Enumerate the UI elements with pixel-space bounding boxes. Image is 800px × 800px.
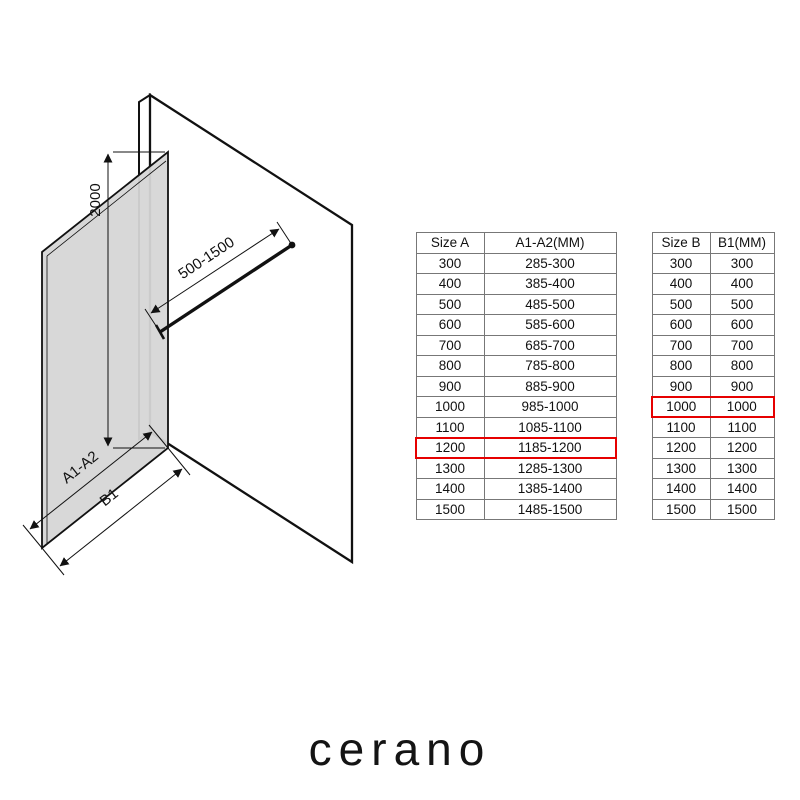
table-cell: 1300 [709, 457, 775, 479]
table-cell: 900 [651, 375, 711, 397]
table-cell: 1000 [415, 396, 485, 418]
table-cell: 1500 [651, 498, 711, 520]
table-cell: 600 [709, 314, 775, 336]
table-cell: 700 [651, 334, 711, 356]
table-cell: 1285-1300 [483, 457, 617, 479]
column-header: Size B [651, 232, 711, 254]
table-cell: 400 [651, 273, 711, 295]
wall-panel [138, 92, 354, 565]
table-cell: 985-1000 [483, 396, 617, 418]
table-cell: 900 [709, 375, 775, 397]
brand-logo: cerano [308, 723, 492, 775]
table-cell: 1400 [415, 478, 485, 500]
table-cell: 300 [651, 252, 711, 274]
table-cell: 585-600 [483, 314, 617, 336]
table-cell: 1085-1100 [483, 416, 617, 438]
table-cell: 500 [709, 293, 775, 315]
table-cell: 400 [415, 273, 485, 295]
table-cell: 885-900 [483, 375, 617, 397]
table-cell: 1400 [651, 478, 711, 500]
table-cell: 300 [415, 252, 485, 274]
glass-panel [41, 150, 169, 550]
height-dimension-label: 2000 [87, 183, 104, 216]
table-cell: 800 [709, 355, 775, 377]
column-header: B1(MM) [709, 232, 775, 254]
table-cell: 1100 [709, 416, 775, 438]
table-cell: 1300 [651, 457, 711, 479]
table-cell: 1500 [709, 498, 775, 520]
table-cell: 1100 [415, 416, 485, 438]
installation-diagram: 2000 500-1500 A1-A2 B1 [22, 92, 354, 576]
table-cell: 1000 [709, 395, 775, 418]
table-cell: 1200 [709, 437, 775, 459]
table-cell: 1300 [415, 457, 485, 479]
table-cell: 1185-1200 [483, 436, 617, 459]
table-cell: 700 [415, 334, 485, 356]
dimension-bar-range [144, 221, 293, 333]
table-cell: 1385-1400 [483, 478, 617, 500]
table-cell: 685-700 [483, 334, 617, 356]
table-cell: 300 [709, 252, 775, 274]
table-cell: 385-400 [483, 273, 617, 295]
table-cell: 800 [651, 355, 711, 377]
table-cell: 600 [415, 314, 485, 336]
table-cell: 285-300 [483, 252, 617, 274]
table-cell: 1200 [651, 437, 711, 459]
table-cell: 900 [415, 375, 485, 397]
table-cell: 700 [709, 334, 775, 356]
table-cell: 1200 [415, 436, 485, 459]
table-cell: 1485-1500 [483, 498, 617, 520]
table-cell: 400 [709, 273, 775, 295]
table-cell: 1500 [415, 498, 485, 520]
table-cell: 500 [651, 293, 711, 315]
table-cell: 500 [415, 293, 485, 315]
table-cell: 485-500 [483, 293, 617, 315]
table-cell: 800 [415, 355, 485, 377]
table-cell: 1000 [651, 395, 711, 418]
column-header: Size A [415, 232, 485, 254]
column-header: A1-A2(MM) [483, 232, 617, 254]
table-cell: 600 [651, 314, 711, 336]
table-cell: 785-800 [483, 355, 617, 377]
table-cell: 1400 [709, 478, 775, 500]
dimension-b1 [41, 447, 191, 576]
table-cell: 1100 [651, 416, 711, 438]
